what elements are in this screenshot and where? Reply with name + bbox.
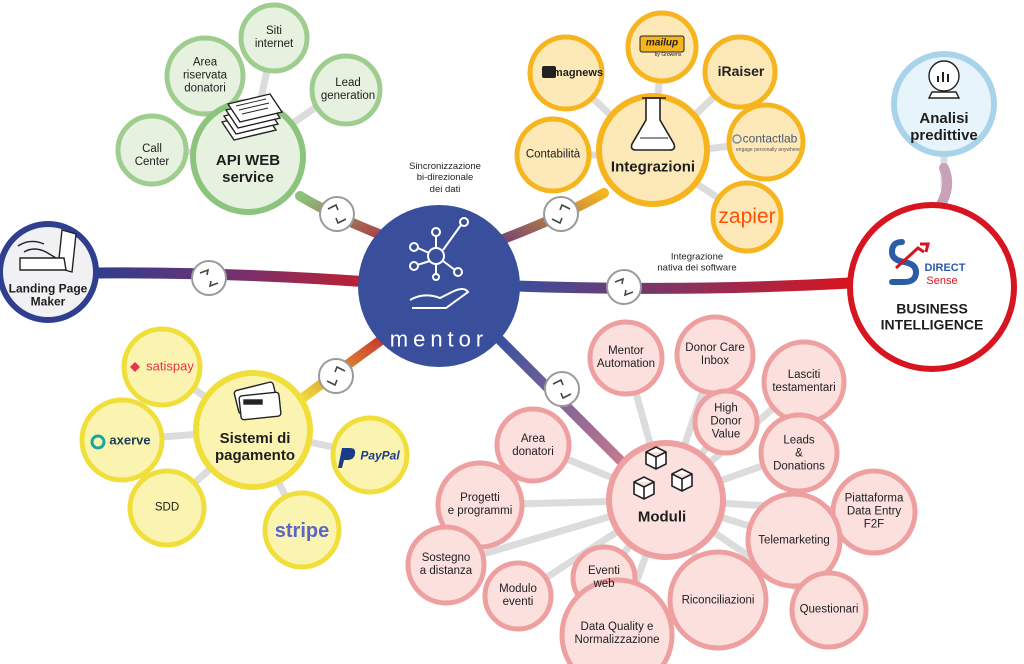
sync-arrows	[191, 196, 642, 407]
contactlab-tagline: engage personally anywhere	[736, 147, 800, 154]
bi-title: BUSINESS INTELLIGENCE	[880, 300, 984, 332]
moduli-item: Telemarketing	[758, 534, 830, 547]
moduli-item: Lasciti testamentari	[772, 369, 836, 394]
moduli-item: Data Quality e Normalizzazione	[574, 621, 660, 646]
moduli-item: Eventi web	[588, 565, 620, 590]
moduli-item: Progetti e programmi	[447, 492, 513, 517]
api-bubbles	[115, 2, 383, 187]
axerve-icon	[90, 434, 106, 450]
integrazioni-title: Integrazioni	[610, 158, 696, 176]
moduli-item: Riconciliazioni	[681, 594, 755, 607]
network-hand-icon	[409, 217, 470, 309]
moduli-item: Piattaforma Data Entry F2F	[844, 492, 904, 531]
axerve-logo-text: axerve	[109, 432, 151, 448]
flask-icon	[630, 97, 676, 151]
satispay-logo-text: satispay	[146, 358, 194, 374]
pagamenti-bubbles	[79, 326, 410, 570]
moduli-item: Questionari	[799, 603, 859, 616]
sync-caption: Sincronizzazione bi-direzionale dei dati	[409, 160, 481, 195]
api-item: Lead generation	[320, 77, 376, 102]
native-caption: Integrazione nativa dei software	[657, 251, 737, 274]
mailup-sub-text: by Growens	[654, 52, 682, 59]
contabilita-item: Contabilità	[525, 148, 581, 161]
mentor-node	[358, 205, 520, 367]
moduli-item: Donor Care Inbox	[685, 342, 745, 367]
mentor-label: mentor	[389, 326, 489, 352]
moduli-item: Modulo eventi	[499, 583, 537, 608]
contactlab-logo-text: contactlab	[742, 131, 798, 146]
cards-icon	[233, 381, 282, 421]
mailup-logo-text: mailup	[645, 37, 679, 49]
zapier-logo-text: zapier	[718, 205, 776, 229]
directsense-bottom: Sense	[926, 274, 958, 287]
api-title: API WEB service	[215, 152, 281, 186]
api-item: Call Center	[134, 143, 170, 168]
satispay-icon	[130, 362, 140, 372]
sync-arrow-heads	[199, 203, 634, 400]
cubes-icon	[633, 446, 693, 500]
moduli-item: High Donor Value	[710, 402, 742, 441]
stripe-logo-text: stripe	[274, 519, 330, 542]
documents-icon	[220, 93, 284, 141]
moduli-bubbles	[405, 314, 918, 664]
magnews-logo-text: magnews	[552, 66, 604, 79]
sdd-item: SDD	[154, 501, 180, 514]
analisi-node	[891, 51, 997, 157]
pagamenti-node	[193, 370, 313, 490]
integrazioni-bubbles	[514, 10, 806, 254]
directsense-top: DIRECT	[924, 261, 966, 274]
iraiser-logo-text: iRaiser	[717, 63, 765, 80]
pagamenti-title: Sistemi di pagamento	[214, 430, 296, 464]
magnews-icon	[542, 66, 556, 78]
landing-title: Landing Page Maker	[8, 281, 88, 309]
moduli-item: Sostegno a distanza	[419, 552, 473, 577]
moduli-item: Mentor Automation	[596, 345, 656, 370]
moduli-title: Moduli	[637, 508, 687, 526]
crystal-ball-icon	[927, 60, 961, 99]
moduli-item: Area donatori	[512, 433, 554, 458]
directsense-logo	[888, 239, 930, 285]
mailup-logo	[639, 35, 685, 53]
paypal-icon	[338, 448, 356, 468]
paypal-logo-text: PayPal	[360, 448, 400, 463]
api-item: Area riservata donatori	[182, 56, 228, 95]
moduli-node	[606, 440, 726, 560]
api-item: Siti internet	[254, 25, 294, 50]
analisi-title: Analisi predittive	[910, 110, 978, 144]
contactlab-icon	[732, 134, 742, 144]
laptop-icon	[17, 229, 77, 273]
moduli-item: Leads & Donations	[773, 434, 825, 473]
